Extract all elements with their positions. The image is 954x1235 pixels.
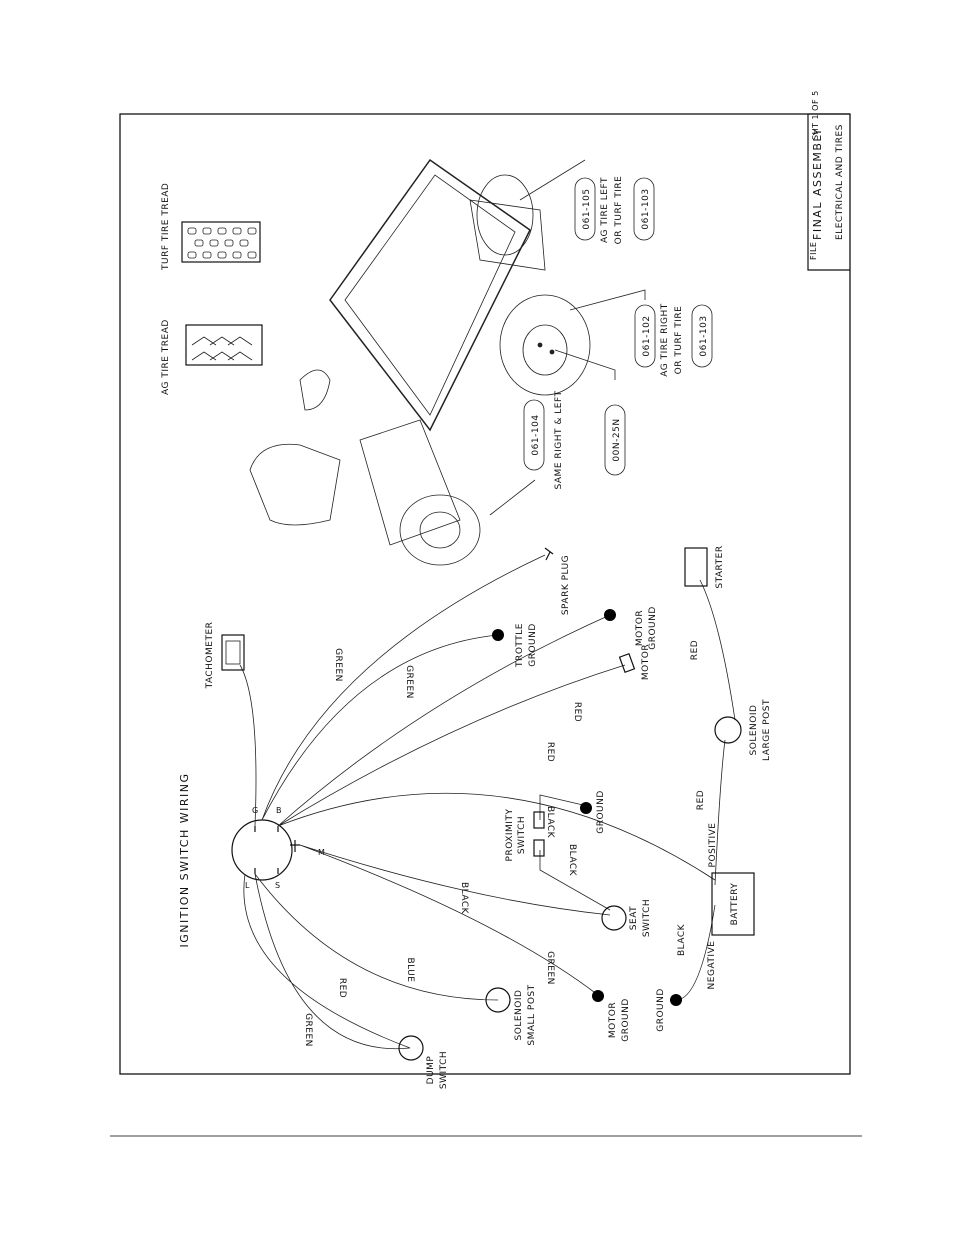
starter-icon	[684, 547, 708, 587]
dump1-label: DUMP	[426, 1056, 436, 1085]
mg2-1-label: MOTOR	[608, 1002, 618, 1038]
solenoid-small-post	[485, 987, 511, 1013]
trottle-ground-icon	[492, 629, 504, 641]
p25n-label: 00N-25N	[612, 418, 622, 461]
ground1-label: GROUND	[596, 790, 606, 834]
left-l2-label: OR TURF TIRE	[614, 176, 624, 245]
starter-label: STARTER	[715, 545, 725, 588]
negative-label: NEGATIVE	[707, 941, 717, 990]
green4-label: GREEN	[303, 1013, 313, 1047]
same-label: SAME RIGHT & LEFT	[554, 391, 564, 490]
title-text: FINAL ASSEMBLY	[811, 127, 824, 240]
ag-tread-icon	[185, 324, 263, 366]
motor-icon	[618, 653, 636, 673]
term-l-label: L	[245, 881, 250, 890]
sheet-number: SHT 1 OF 5	[811, 90, 820, 140]
sol-large1-label: SOLENOID	[749, 705, 759, 756]
red5-label: RED	[337, 978, 347, 998]
part-bubble	[691, 304, 713, 368]
right-l2-label: OR TURF TIRE	[674, 306, 684, 375]
solenoid-large-post	[714, 716, 742, 744]
green3-label: GREEN	[545, 951, 555, 985]
part-bubble	[633, 177, 655, 241]
p103a-label: 061-103	[641, 188, 651, 229]
turf-tread-studs	[187, 227, 257, 259]
ground-icon	[670, 994, 682, 1006]
spark-plug-icon	[544, 547, 554, 561]
motor-ground-icon	[604, 609, 616, 621]
motor-ground2-label: GROUND	[648, 606, 658, 650]
black2-label: BLACK	[567, 844, 577, 877]
ignition-wiring: IGNITION SWITCH WIRING G B L S M TACHOME…	[178, 545, 772, 1089]
p102-label: 061-102	[642, 315, 652, 356]
part-bubble	[523, 399, 545, 471]
wires	[239, 554, 736, 1050]
red4-label: RED	[696, 790, 706, 810]
trottle2-label: GROUND	[528, 623, 538, 667]
red1-label: RED	[572, 702, 582, 722]
black1-label: BLACK	[545, 806, 555, 839]
term-b-label: B	[276, 806, 282, 815]
term-s-label: S	[275, 881, 281, 890]
tread-samples: AG TIRE TREAD TURF TIRE TREAD	[161, 183, 263, 395]
right-l1-label: AG TIRE RIGHT	[660, 303, 670, 376]
black4-label: BLACK	[677, 923, 687, 956]
dump2-label: SWITCH	[439, 1051, 449, 1089]
sol-small2-label: SMALL POST	[527, 984, 537, 1045]
p103b-label: 061-103	[699, 315, 709, 356]
red3-label: RED	[690, 640, 700, 660]
mg2-2-label: GROUND	[621, 998, 631, 1042]
vehicle-illustration	[249, 158, 591, 566]
ground2-label: GROUND	[656, 988, 666, 1032]
term-m-label: M	[318, 848, 325, 857]
p104-label: 061-104	[531, 414, 541, 455]
part-bubble	[574, 177, 596, 241]
motor-label: MOTOR	[641, 644, 651, 680]
battery-label: BATTERY	[730, 883, 740, 926]
title-subtitle: ELECTRICAL AND TIRES	[835, 124, 845, 240]
turf-tread-label: TURF TIRE TREAD	[161, 183, 171, 271]
blue-label: BLUE	[405, 957, 415, 982]
ag-tread-label: AG TIRE TREAD	[161, 319, 171, 395]
dump-switch	[398, 1035, 424, 1061]
title-prefix: FILE	[809, 242, 818, 260]
left-l1-label: AG TIRE LEFT	[600, 177, 610, 243]
wiring-title: IGNITION SWITCH WIRING	[178, 773, 191, 948]
red2-label: RED	[545, 742, 555, 762]
spark-plug-label: SPARK PLUG	[561, 555, 571, 615]
battery-icon	[711, 872, 755, 936]
part-callouts: 061-105 AG TIRE LEFT OR TURF TIRE 061-10…	[489, 159, 713, 516]
title-block: FILE FINAL ASSEMBLY SHT 1 OF 5 ELECTRICA…	[807, 90, 850, 271]
green1-label: GREEN	[333, 648, 343, 682]
seat-switch	[601, 905, 627, 931]
sol-large2-label: LARGE POST	[762, 699, 772, 761]
term-g-label: G	[252, 806, 259, 815]
turf-tread-icon	[181, 221, 261, 263]
prox2-label: SWITCH	[517, 816, 527, 854]
tachometer-icon	[221, 634, 245, 671]
motor-ground-icon	[592, 990, 604, 1002]
drawing-border	[119, 113, 851, 1075]
prox1-label: PROXIMITY	[505, 809, 515, 862]
sol-small1-label: SOLENOID	[514, 990, 524, 1041]
motor-ground1-label: MOTOR	[635, 610, 645, 646]
tachometer-label: TACHOMETER	[205, 622, 215, 690]
seat2-label: SWITCH	[642, 899, 652, 937]
part-bubble	[604, 404, 626, 476]
part-bubble	[634, 304, 656, 368]
proximity-switch-icon	[533, 811, 545, 829]
p105-label: 061-105	[582, 188, 592, 229]
black3-label: BLACK	[459, 882, 469, 915]
green2-label: GREEN	[404, 665, 414, 699]
positive-label: POSITIVE	[708, 823, 718, 868]
ignition-switch	[231, 819, 293, 881]
seat1-label: SEAT	[629, 906, 639, 930]
ground-icon	[580, 802, 592, 814]
trottle1-label: TROTTLE	[515, 623, 525, 668]
